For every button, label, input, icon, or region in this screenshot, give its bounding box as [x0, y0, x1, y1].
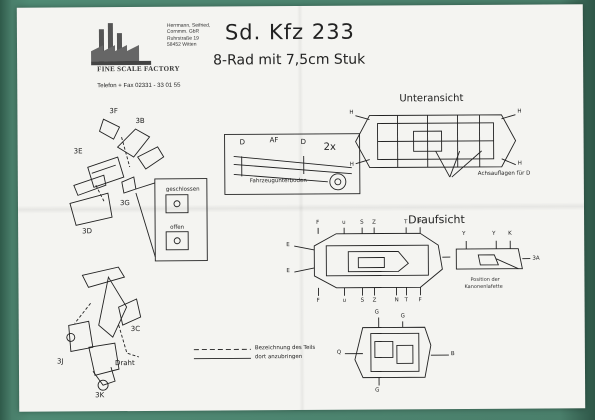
part-label: G: [374, 309, 379, 316]
part-label: E: [286, 242, 290, 249]
part-label: T: [404, 297, 408, 304]
part-label: Draht: [114, 359, 135, 368]
part-label: K: [508, 230, 512, 237]
part-label: S: [360, 297, 365, 304]
factory-logo: [91, 23, 152, 66]
part-label: G: [400, 313, 405, 320]
underside-note: Achsauflagen für D: [477, 170, 531, 177]
part-label: u: [342, 219, 346, 226]
part-label: 3C: [130, 324, 141, 334]
part-label: 3A: [532, 255, 540, 262]
underside-corner-label: H: [517, 160, 522, 167]
underside-corner-label: H: [517, 108, 522, 115]
part-label: 3B: [135, 116, 145, 126]
underside-corner-label: H: [349, 161, 354, 168]
underside-corner-label: H: [349, 109, 354, 116]
part-label: Q: [336, 349, 342, 356]
part-label: E: [286, 268, 290, 275]
part-label: Z: [372, 297, 377, 304]
position-note: Position der: [470, 276, 500, 283]
top-view-heading: Draufsicht: [408, 212, 465, 227]
position-note: Kanonenlafette: [464, 283, 503, 291]
part-label: T: [404, 219, 408, 226]
part-label: D: [239, 138, 246, 147]
open-label: offen: [170, 224, 185, 231]
part-label: 3D: [82, 227, 93, 236]
part-label: 3F: [109, 107, 118, 116]
instruction-sheet: Sd. Kfz 233 8-Rad mit 7,5cm Stuk Herrman…: [16, 4, 586, 412]
part-label: AF: [269, 136, 279, 145]
part-label: S: [360, 219, 364, 226]
legend-dashed-text: Bezeichnung des Teils: [254, 344, 316, 352]
part-label: Z: [372, 219, 376, 226]
part-label: N: [394, 297, 399, 304]
assembly-drawings: [66, 114, 531, 391]
part-label: 3K: [95, 391, 105, 400]
part-label: 3E: [73, 147, 83, 156]
part-label: G: [375, 387, 380, 394]
part-label: 3J: [56, 357, 64, 366]
part-label: P: [418, 219, 422, 226]
center-caption: Fahrzeugunterboden: [249, 177, 307, 185]
underside-heading: Unteransicht: [399, 93, 464, 105]
part-label: B: [450, 351, 455, 358]
part-label: F: [418, 297, 422, 304]
quantity-label: 2x: [323, 141, 336, 153]
part-label: Y: [492, 230, 496, 237]
closed-label: geschlossen: [165, 186, 200, 193]
legend-solid-text: dort anzubringen: [254, 353, 303, 361]
part-label: F: [316, 219, 320, 226]
part-label: F: [316, 297, 320, 304]
part-label: D: [300, 137, 307, 147]
part-label: u: [342, 297, 347, 304]
part-label: 3G: [119, 199, 130, 208]
part-label: Y: [462, 230, 466, 238]
